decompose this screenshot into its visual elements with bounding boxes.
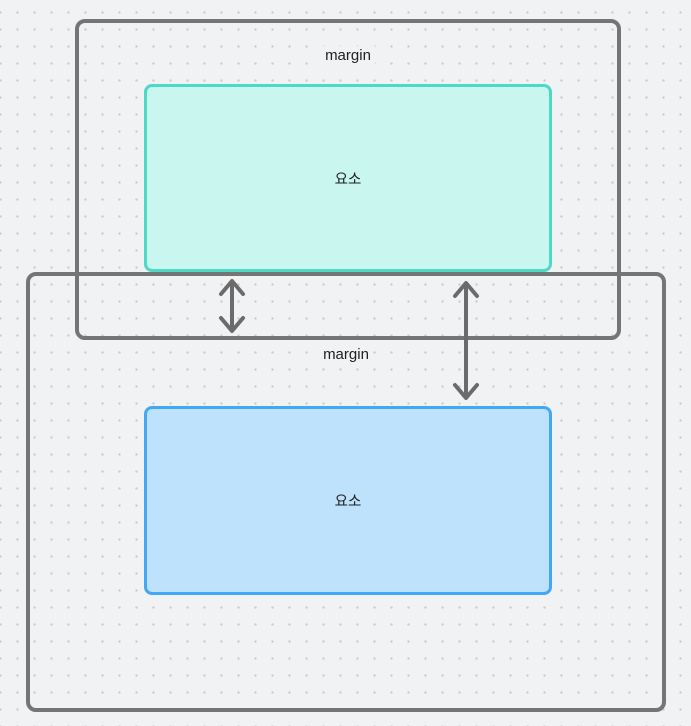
element-box-bottom-label: 요소: [334, 494, 362, 510]
element-box-bottom[interactable]: 요소: [144, 406, 552, 595]
margin-box-top[interactable]: [75, 19, 621, 340]
margin-label-top[interactable]: margin: [75, 46, 621, 66]
margin-label-bottom[interactable]: margin: [26, 345, 666, 365]
margin-box-bottom[interactable]: [26, 272, 666, 712]
element-box-top[interactable]: 요소: [144, 84, 552, 272]
element-box-top-label: 요소: [334, 171, 362, 188]
